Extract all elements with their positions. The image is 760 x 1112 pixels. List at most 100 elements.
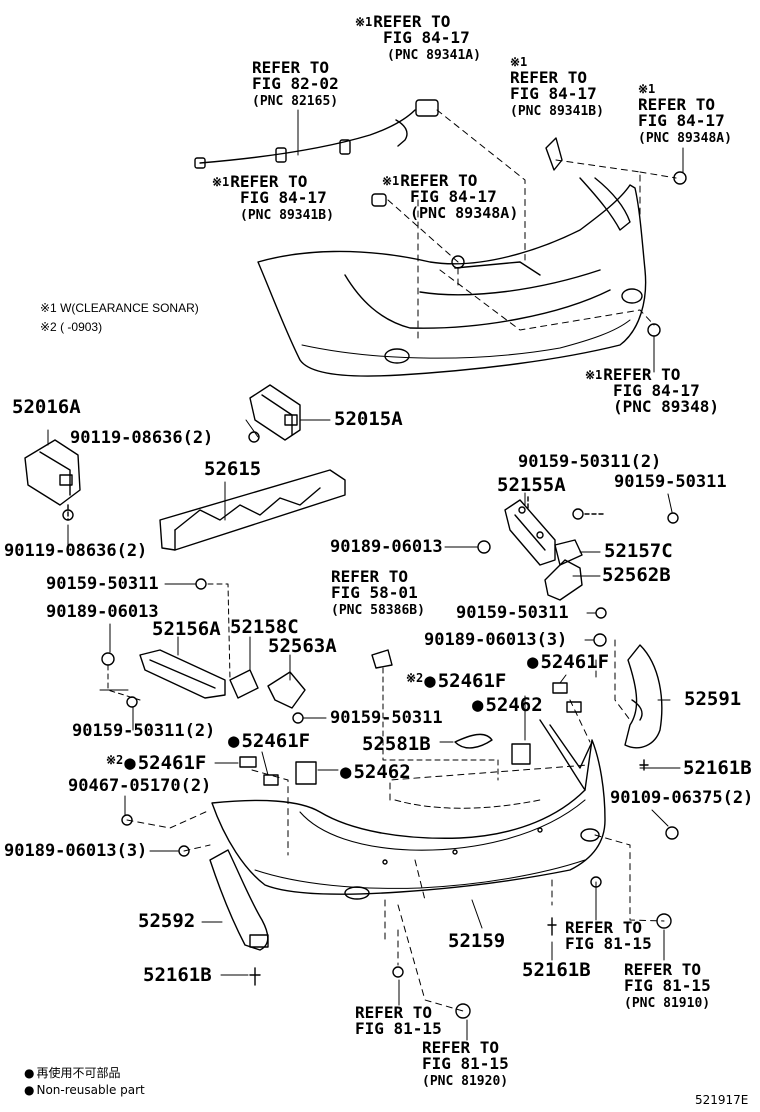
part-52591: 52591 <box>684 688 742 710</box>
bracket-52156A <box>139 649 226 699</box>
ref-pnc: (PNC 82165) <box>252 94 339 109</box>
ref-pnc: (PNC 89341B) <box>510 104 604 119</box>
part-52461F-left-note2: 52461F <box>106 752 207 774</box>
part-number: 52461F <box>437 670 507 692</box>
ref-line: FIG 84-17 <box>410 187 497 206</box>
part-90109-06375: 90109-06375(2) <box>610 788 754 808</box>
ref-pnc: (PNC 81910) <box>624 996 711 1011</box>
sonar-sensors <box>371 137 687 337</box>
bracket-52157C <box>554 539 583 566</box>
part-52016A: 52016A <box>12 396 81 418</box>
ref-pnc: (PNC 89348A) <box>638 131 732 146</box>
part-90159-50311-center: 90159-50311 <box>456 603 569 623</box>
part-52155A: 52155A <box>497 474 566 496</box>
part-52157C: 52157C <box>604 540 673 562</box>
lower-leader-lines <box>126 639 665 1012</box>
bracket-52563A <box>267 671 306 709</box>
part-52461F-left-top: 52461F <box>228 732 310 751</box>
ref-line: REFER TO <box>331 567 409 586</box>
part-52161B-right: 52161B <box>683 757 752 779</box>
part-52562B: 52562B <box>602 564 671 586</box>
part-52615: 52615 <box>204 458 262 480</box>
part-90189-06013-3-left: 90189-06013(3) <box>4 841 148 861</box>
wire-harness <box>194 99 439 169</box>
ref-line: FIG 84-17 <box>510 84 597 103</box>
ref-line: REFER TO <box>252 58 330 77</box>
part-52158C: 52158C <box>230 616 299 638</box>
part-90159-50311-lower: 90159-50311 <box>330 708 443 728</box>
bracket-52155A <box>504 499 556 566</box>
ref-pnc: (PNC 89348A) <box>410 204 519 222</box>
part-90159-50311-left: 90159-50311 <box>46 574 159 594</box>
ref-line: REFER TO <box>400 171 478 190</box>
part-52161B-left: 52161B <box>143 964 212 986</box>
ref-line: FIG 84-17 <box>638 111 725 130</box>
ref-line: REFER TO <box>603 365 681 384</box>
part-52592: 52592 <box>138 910 196 932</box>
part-52159: 52159 <box>448 930 506 952</box>
part-90189-06013-left: 90189-06013 <box>46 602 159 622</box>
clip-58386B <box>371 649 499 781</box>
upper-leader-lines <box>387 109 677 341</box>
part-90159-50311-2-right: 90159-50311(2) <box>518 452 662 472</box>
part-number: 52461F <box>137 752 207 774</box>
ref-line: FIG 81-15 <box>422 1054 509 1073</box>
ref-line: FIG 84-17 <box>383 28 470 47</box>
mudguard-52592 <box>209 849 269 951</box>
bracket-52158C <box>229 669 259 699</box>
ref-line: FIG 81-15 <box>624 976 711 995</box>
spacers-52461F-52462 <box>239 682 582 786</box>
ref-pnc: (PNC 89341B) <box>240 208 334 223</box>
note-1: ※1 W(CLEARANCE SONAR) <box>40 301 199 315</box>
part-52462-left: 52462 <box>340 763 410 782</box>
part-90119-upper: 90119-08636(2) <box>70 428 214 448</box>
legend-japanese: 再使用不可部品 <box>24 1067 120 1079</box>
part-52563A: 52563A <box>268 635 337 657</box>
part-leaders <box>47 419 681 1041</box>
part-52156A: 52156A <box>152 618 221 640</box>
ref-pnc: (PNC 58386B) <box>331 603 425 618</box>
ref-line: REFER TO <box>373 12 451 31</box>
figure-id: 521917E <box>695 1093 749 1107</box>
ref-line: REFER TO <box>624 960 702 979</box>
part-90467-05170: 90467-05170(2) <box>68 776 212 796</box>
ref-line: FIG 84-17 <box>613 381 700 400</box>
retainer-52015A <box>249 384 301 441</box>
energy-absorber-52615 <box>159 469 346 551</box>
part-90189-06013-mid: 90189-06013 <box>330 537 443 557</box>
ref-line: REFER TO <box>422 1038 500 1057</box>
ref-line: FIG 81-15 <box>565 934 652 953</box>
ref-line: REFER TO <box>565 918 643 937</box>
part-52461F-right-top: 52461F <box>527 653 609 672</box>
ref-pnc: (PNC 81920) <box>422 1074 509 1089</box>
part-90189-06013-3-right: 90189-06013(3) <box>424 630 568 650</box>
retainer-52016A <box>24 439 81 506</box>
fasteners-left <box>101 578 304 724</box>
mudguard-52591 <box>624 644 663 749</box>
ref-line: FIG 84-17 <box>240 188 327 207</box>
ref-line: REFER TO <box>638 95 716 114</box>
ref-line: FIG 81-15 <box>355 1019 442 1038</box>
ref-line: REFER TO <box>510 68 588 87</box>
part-90119-lower: 90119-08636(2) <box>4 541 148 561</box>
upper-ref-leaders <box>297 109 684 373</box>
ref-line: REFER TO <box>355 1003 433 1022</box>
part-90159-50311-right: 90159-50311 <box>614 472 727 492</box>
part-52015A: 52015A <box>334 408 403 430</box>
ref-line: FIG 82-02 <box>252 74 339 93</box>
ref-line: REFER TO <box>230 172 308 191</box>
note-2: ※2 ( -0903) <box>40 320 103 334</box>
